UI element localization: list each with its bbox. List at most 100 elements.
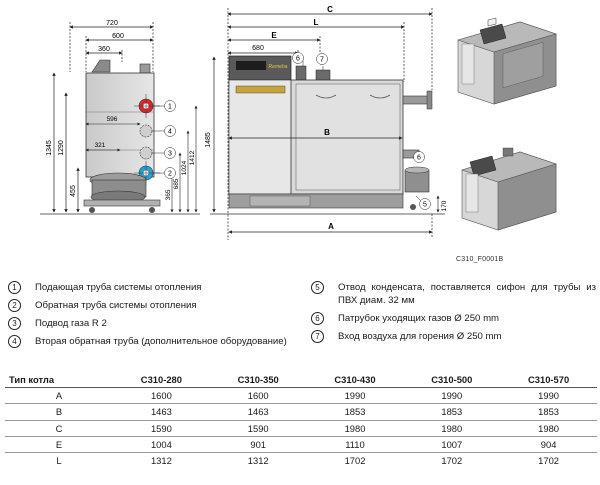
dim-letter-C: C: [327, 5, 333, 14]
table-cell: 1702: [403, 451, 501, 469]
dim-321: 321: [95, 142, 106, 149]
table-cell: 1853: [500, 403, 597, 421]
legend-number: 1: [8, 281, 21, 294]
table-cell: 1007: [403, 435, 501, 453]
table-header-cell: C310-500: [403, 372, 501, 389]
dim-360: 360: [98, 46, 110, 53]
dim-365: 365: [165, 189, 172, 200]
dim-685: 685: [173, 178, 180, 189]
table-cell: 1004: [113, 435, 210, 453]
table-cell: 1590: [209, 419, 307, 437]
dim-600: 600: [112, 33, 124, 40]
callout-5: 5: [423, 202, 427, 209]
table-cell: 1853: [306, 403, 404, 421]
table-cell: 1600: [209, 387, 307, 404]
dim-1412: 1412: [189, 150, 196, 165]
dim-1290: 1290: [58, 140, 65, 156]
table-cell: 1312: [113, 451, 210, 469]
table-cell: B: [5, 403, 113, 421]
side-view: 720 600 360 596 321: [40, 20, 200, 215]
legend-text: Отвод конденсата, поставляется сифон для…: [338, 282, 596, 306]
dim-letter-B: B: [324, 128, 330, 137]
boiler-dimension-drawing: 720 600 360 596 321: [40, 5, 558, 240]
legend-item-5: 5 Отвод конденсата, поставляется сифон д…: [311, 281, 596, 307]
legend-number: 7: [311, 330, 324, 343]
isometric-view-top: [456, 17, 558, 105]
callout-3: 3: [168, 151, 172, 158]
table-cell: 1980: [306, 419, 404, 437]
callout-4: 4: [168, 129, 172, 136]
legend-item-6: 6 Патрубок уходящих газов Ø 250 mm: [311, 312, 596, 325]
legend-text: Патрубок уходящих газов Ø 250 mm: [338, 313, 500, 324]
table-cell: 1990: [500, 387, 597, 404]
table-cell: 904: [500, 435, 597, 453]
figure-code: C310_F0001B: [456, 256, 504, 263]
legend-item-7: 7 Вход воздуха для горения Ø 250 mm: [311, 330, 596, 343]
table-cell: 1110: [306, 435, 404, 453]
table-cell: 1990: [306, 387, 404, 404]
table-header-cell: Тип котла: [5, 372, 113, 389]
brand-label: Remeha: [269, 64, 288, 70]
dim-1345: 1345: [46, 140, 53, 156]
table-cell: 1463: [209, 403, 307, 421]
dim-letter-L: L: [314, 18, 319, 27]
table-row: E 1004 901 1110 1007 904: [5, 435, 597, 453]
legend-item-2: 2 Обратная труба системы отопления: [8, 299, 293, 312]
callout-7: 7: [320, 57, 324, 64]
table-header-cell: C310-280: [113, 372, 210, 389]
dim-letter-E: E: [271, 31, 277, 40]
table-cell: 1600: [113, 387, 210, 404]
isometric-view-bottom: [461, 147, 557, 231]
dimensions-table: Тип котла C310-280 C310-350 C310-430 C31…: [5, 372, 597, 469]
legend-item-3: 3 Подвод газа R 2: [8, 317, 293, 330]
table-row: A 1600 1600 1990 1990 1990: [5, 387, 597, 404]
legend-number: 2: [8, 299, 21, 312]
legend-text: Подающая труба системы отопления: [35, 282, 202, 293]
legend-text: Вход воздуха для горения Ø 250 mm: [338, 331, 502, 342]
table-header-row: Тип котла C310-280 C310-350 C310-430 C31…: [5, 372, 597, 389]
callout-2: 2: [168, 171, 172, 178]
dim-1024: 1024: [181, 160, 188, 175]
legend: 1 Подающая труба системы отопления 2 Обр…: [0, 276, 600, 366]
legend-number: 4: [8, 335, 21, 348]
table-cell: 1312: [209, 451, 307, 469]
callout-6: 6: [296, 56, 300, 63]
table-row: L 1312 1312 1702 1702 1702: [5, 451, 597, 469]
table-cell: E: [5, 435, 113, 453]
dim-1485: 1485: [205, 132, 212, 148]
table-cell: 1702: [306, 451, 404, 469]
table-cell: L: [5, 451, 113, 469]
table-header-cell: C310-570: [500, 372, 597, 389]
table-cell: 901: [209, 435, 307, 453]
table-cell: 1990: [403, 387, 501, 404]
dim-170: 170: [441, 200, 448, 211]
legend-number: 6: [311, 312, 324, 325]
callout-6-lower: 6: [417, 155, 421, 162]
callout-1: 1: [168, 104, 172, 111]
table-row: C 1590 1590 1980 1980 1980: [5, 419, 597, 437]
table-cell: C: [5, 419, 113, 437]
dim-596: 596: [107, 116, 118, 123]
dim-680: 680: [252, 45, 264, 52]
table-cell: 1980: [403, 419, 501, 437]
legend-text: Подвод газа R 2: [35, 318, 107, 329]
legend-number: 5: [311, 281, 324, 294]
table-row: B 1463 1463 1853 1853 1853: [5, 403, 597, 421]
table-cell: 1980: [500, 419, 597, 437]
dim-letter-A: A: [328, 222, 334, 231]
table-cell: A: [5, 387, 113, 404]
legend-text: Обратная труба системы отопления: [35, 300, 197, 311]
table-cell: 1463: [113, 403, 210, 421]
table-header-cell: C310-350: [209, 372, 307, 389]
legend-number: 3: [8, 317, 21, 330]
table-cell: 1590: [113, 419, 210, 437]
dim-455: 455: [70, 185, 77, 197]
legend-item-4: 4 Вторая обратная труба (дополнительное …: [8, 335, 300, 348]
legend-text: Вторая обратная труба (дополнительное об…: [35, 336, 287, 347]
table-header-cell: C310-430: [306, 372, 404, 389]
legend-item-1: 1 Подающая труба системы отопления: [8, 281, 293, 294]
front-view: C L E 680 1485 Remeha B: [205, 5, 448, 240]
table-cell: 1853: [403, 403, 501, 421]
table-cell: 1702: [500, 451, 597, 469]
dim-720: 720: [106, 20, 118, 27]
